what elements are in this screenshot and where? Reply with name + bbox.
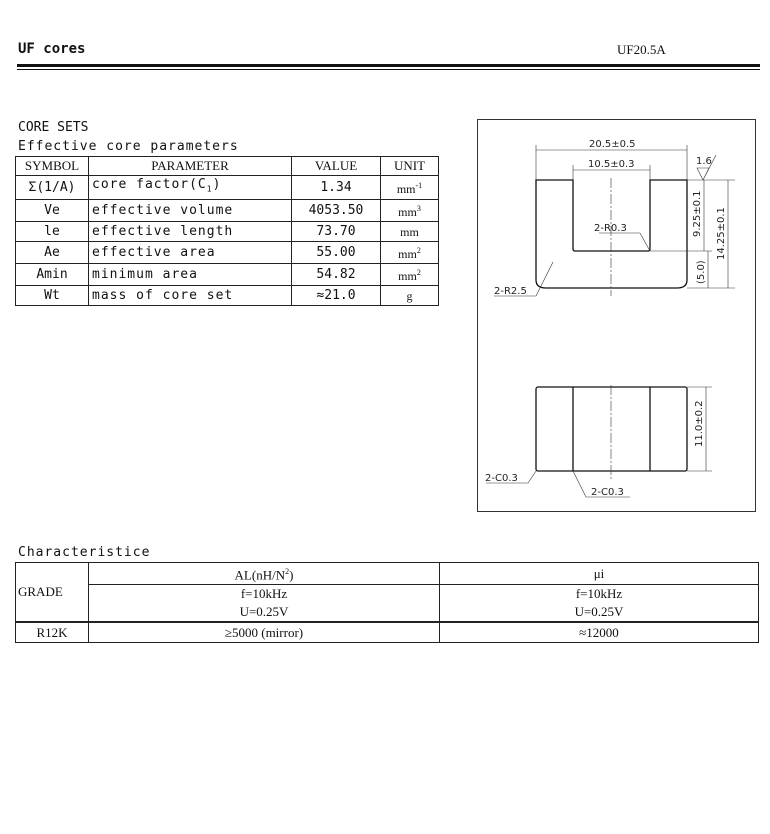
col-unit: UNIT [380, 156, 439, 176]
table-row: Ae effective area 55.00 mm2 [15, 241, 439, 264]
dim-total-height: 14.25±0.1 [716, 207, 727, 260]
header-rule-thin [17, 69, 760, 70]
dim-inner-height: 9.25±0.1 [692, 190, 703, 237]
mu-value: ≈12000 [439, 621, 759, 644]
table-row: Amin minimum area 54.82 mm2 [15, 263, 439, 286]
unit: mm3 [380, 199, 439, 222]
value: 73.70 [291, 221, 381, 242]
dim-inner-width: 10.5±0.3 [588, 159, 635, 170]
col-parameter: PARAMETER [88, 156, 292, 176]
parameter: effective area [88, 241, 292, 264]
table-row: le effective length 73.70 mm [15, 221, 439, 242]
parameter: minimum area [88, 263, 292, 286]
table-row: Wt mass of core set ≈21.0 g [15, 285, 439, 306]
inner-radius-label: 2-R0.3 [594, 223, 627, 234]
unit: mm2 [380, 263, 439, 286]
dim-depth: 11.0±0.2 [694, 400, 705, 447]
value: ≈21.0 [291, 285, 381, 306]
u-core-top-view [535, 386, 688, 472]
mu-header: μi [439, 561, 759, 586]
unit: mm-1 [380, 175, 439, 200]
document-title: UF cores [18, 41, 86, 57]
col-symbol: SYMBOL [15, 156, 89, 176]
table-row: R12K ≥5000 (mirror) ≈12000 [15, 621, 759, 644]
value: 1.34 [291, 175, 381, 200]
parameter: core factor(C1) [88, 175, 292, 200]
dim-outer-width: 20.5±0.5 [589, 139, 636, 150]
parameter: effective length [88, 221, 292, 242]
value: 55.00 [291, 241, 381, 264]
table-row: Ve effective volume 4053.50 mm3 [15, 199, 439, 222]
value: 54.82 [291, 263, 381, 286]
core-sets-heading: CORE SETS [18, 120, 89, 135]
table-row: Σ(1/A) core factor(C1) 1.34 mm-1 [15, 175, 439, 200]
symbol: Amin [15, 263, 89, 286]
u-core-side-view [535, 179, 688, 289]
unit: mm2 [380, 241, 439, 264]
unit: g [380, 285, 439, 306]
symbol: Ae [15, 241, 89, 264]
grade-header: GRADE [15, 562, 89, 623]
al-header: AL(nH/N2) [88, 561, 440, 586]
grade: R12K [15, 621, 89, 644]
chamfer-left-label: 2-C0.3 [485, 473, 518, 484]
parameter: mass of core set [88, 285, 292, 306]
characteristics-heading: Characteristice [18, 545, 151, 560]
roughness-label: 1.6 [696, 156, 712, 167]
dim-base: (5.0) [696, 260, 707, 284]
effective-params-heading: Effective core parameters [18, 139, 239, 154]
header-rule [17, 64, 760, 67]
value: 4053.50 [291, 199, 381, 222]
al-value: ≥5000 (mirror) [88, 621, 440, 644]
col-value: VALUE [291, 156, 381, 176]
symbol: Ve [15, 199, 89, 222]
part-number: UF20.5A [617, 42, 666, 57]
symbol: Wt [15, 285, 89, 306]
parameter: effective volume [88, 199, 292, 222]
chamfer-center-label: 2-C0.3 [591, 487, 624, 498]
core-params-table: SYMBOL PARAMETER VALUE UNIT Σ(1/A) core … [15, 156, 439, 306]
core-drawing: 20.5±0.5 10.5±0.3 1.6 9.25±0.1 14.25±0.1… [477, 119, 756, 512]
symbol: Σ(1/A) [15, 175, 89, 200]
outer-radius-label: 2-R2.5 [494, 286, 527, 297]
unit: mm [380, 221, 439, 242]
symbol: le [15, 221, 89, 242]
